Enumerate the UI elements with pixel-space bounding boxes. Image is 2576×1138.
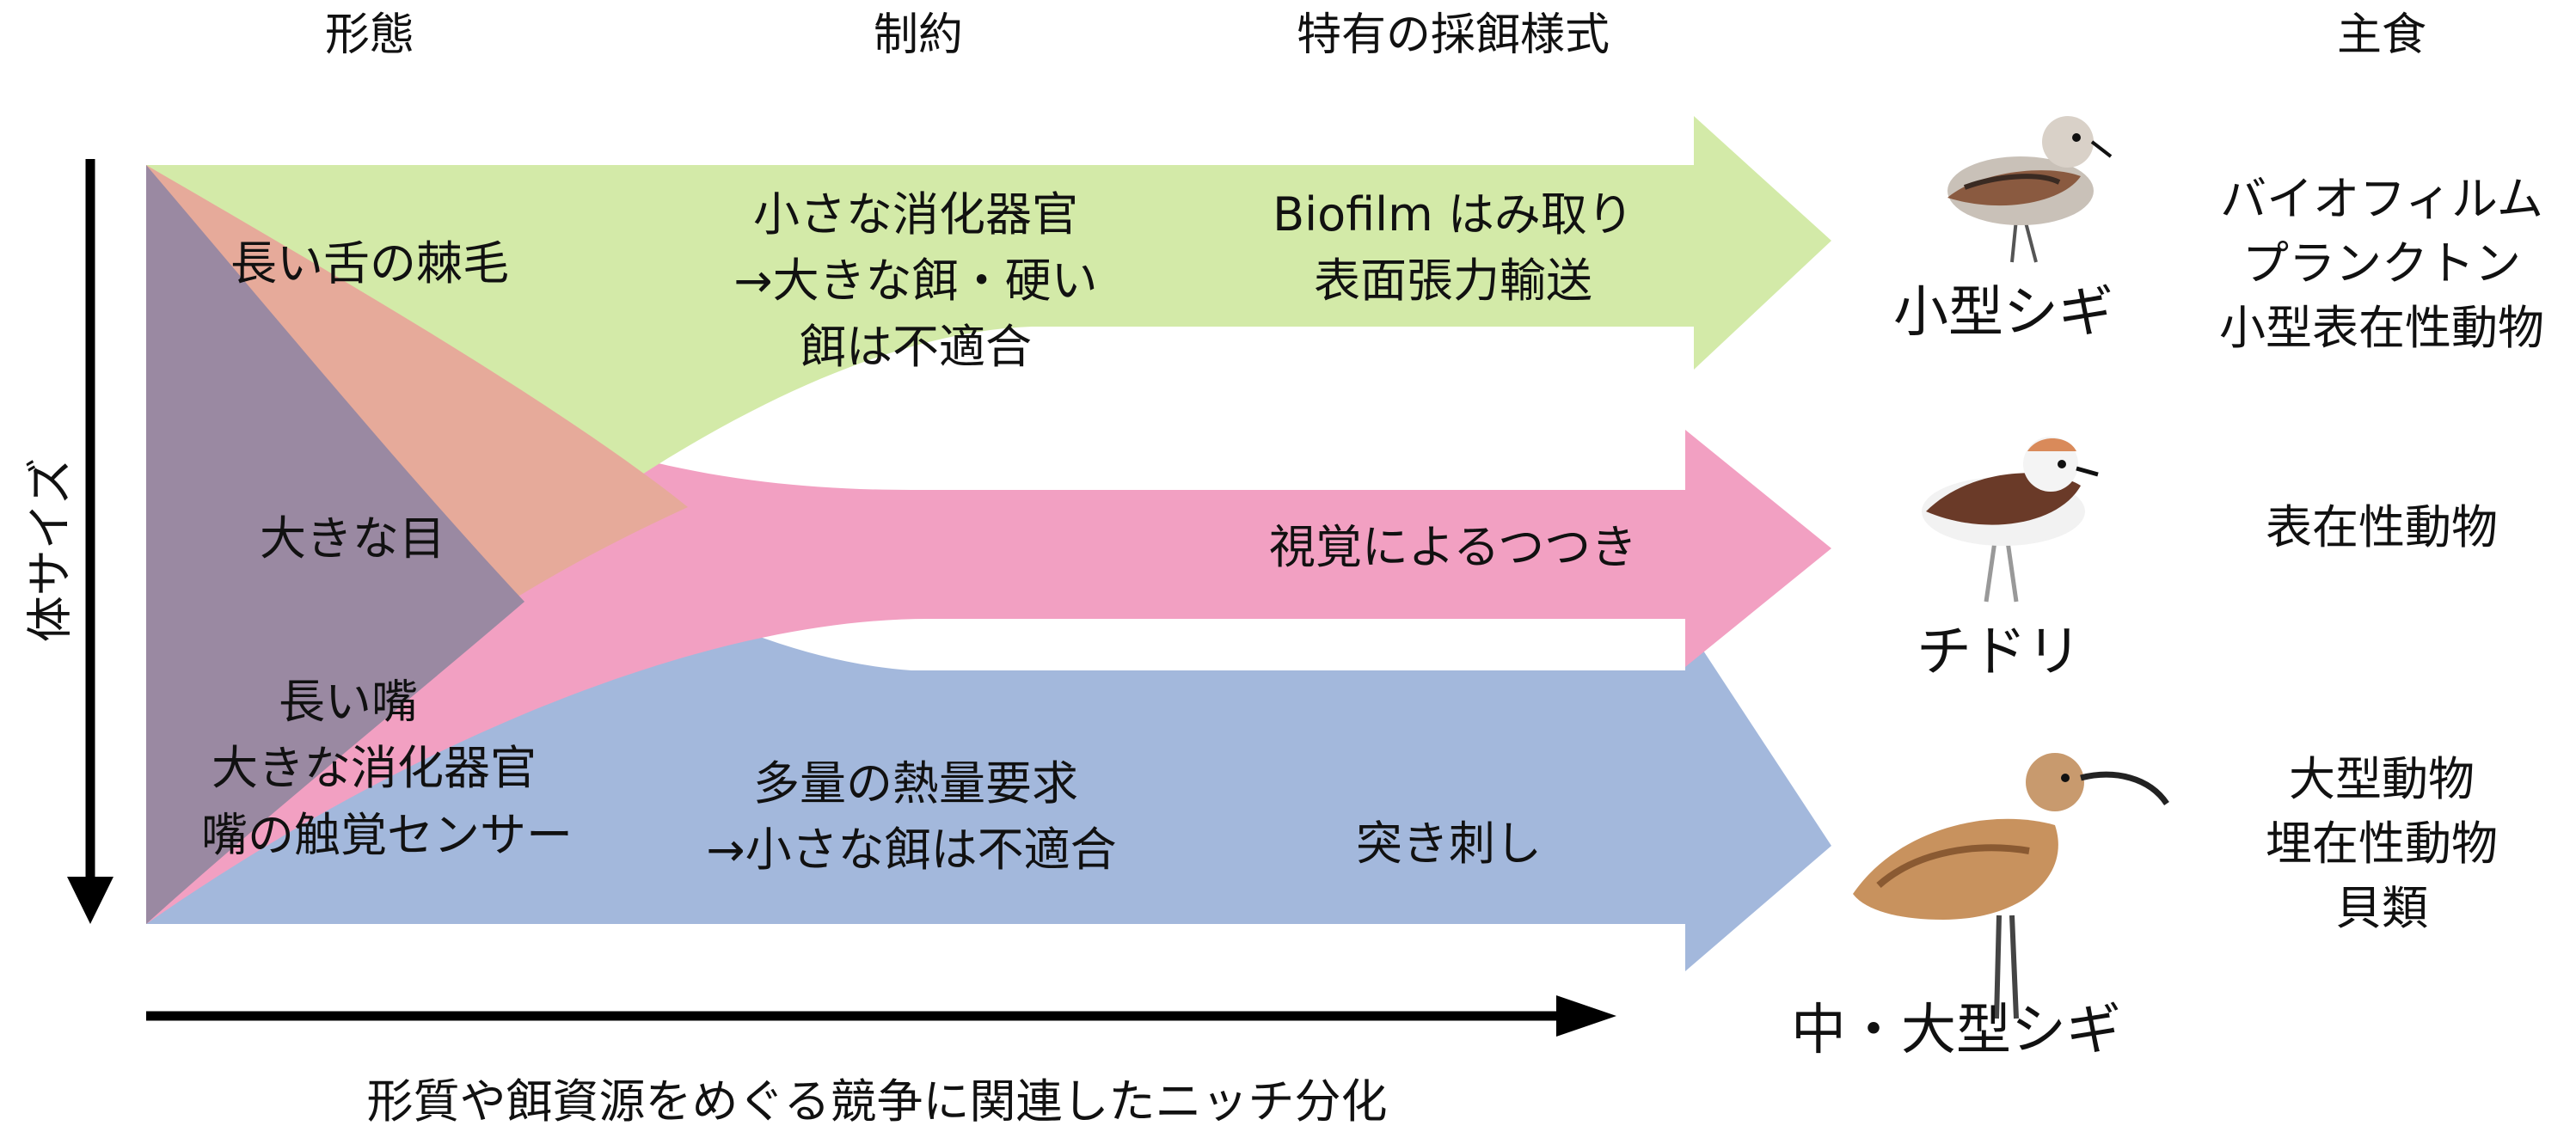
- svg-text:表面張力輸送: 表面張力輸送: [1314, 254, 1592, 308]
- header-foraging-mode: 特有の採餌様式: [1297, 9, 1610, 61]
- svg-text:多量の熱量要求: 多量の熱量要求: [753, 756, 1078, 811]
- svg-text:嘴の触覚センサー: 嘴の触覚センサー: [201, 808, 573, 862]
- header-morphology: 形態: [325, 9, 414, 61]
- foraging-mid: 視覚によるつつき: [1269, 520, 1637, 574]
- x-axis-arrow: [146, 995, 1616, 1037]
- svg-text:貝類: 貝類: [2335, 881, 2428, 935]
- svg-text:→小さな餌は不適合: →小さな餌は不適合: [706, 823, 1116, 877]
- x-axis-label: 形質や餌資源をめぐる競争に関連したニッチ分化: [367, 1074, 1388, 1129]
- diet-small: バイオフィルム プランクトン 小型表在性動物: [2219, 172, 2544, 355]
- svg-text:→大きな餌・硬い: →大きな餌・硬い: [733, 254, 1097, 308]
- bird-name-small: 小型シギ: [1893, 281, 2113, 345]
- foraging-large: 突き刺し: [1356, 817, 1542, 871]
- svg-text:小さな消化器官: 小さな消化器官: [753, 187, 1078, 242]
- small-sandpiper-illustration: [1947, 116, 2113, 263]
- morphology-small: 長い舌の棘毛: [230, 236, 509, 291]
- y-axis-arrow: [67, 159, 113, 924]
- morphology-large: 長い嘴 大きな消化器官 嘴の触覚センサー: [201, 675, 573, 862]
- curlew-illustration: [1853, 753, 2169, 1019]
- svg-text:埋在性動物: 埋在性動物: [2266, 817, 2498, 871]
- bird-name-large: 中・大型シギ: [1791, 999, 2121, 1062]
- plover-illustration: [1922, 437, 2099, 603]
- foraging-small: Biofilm はみ取り 表面張力輸送: [1273, 187, 1634, 308]
- band-green: [146, 116, 1831, 924]
- svg-text:大型動物: 大型動物: [2289, 752, 2475, 806]
- svg-text:大きな消化器官: 大きな消化器官: [212, 741, 537, 795]
- svg-text:小型表在性動物: 小型表在性動物: [2219, 301, 2544, 355]
- band-blue: [146, 165, 1831, 971]
- constraint-small: 小さな消化器官 →大きな餌・硬い 餌は不適合: [733, 187, 1097, 374]
- diet-large: 大型動物 埋在性動物 貝類: [2266, 752, 2498, 935]
- bands: [146, 116, 1831, 971]
- y-axis-label: 体サイズ: [23, 458, 77, 642]
- overlap-purple: [146, 165, 524, 924]
- svg-text:長い嘴: 長い嘴: [279, 675, 418, 729]
- svg-text:餌は不適合: 餌は不適合: [800, 320, 1032, 374]
- morphology-mid: 大きな目: [260, 511, 445, 566]
- header-main-diet: 主食: [2337, 9, 2426, 61]
- svg-text:プランクトン: プランクトン: [2242, 236, 2521, 291]
- band-pink: [146, 165, 1831, 924]
- constraint-large: 多量の熱量要求 →小さな餌は不適合: [706, 756, 1116, 877]
- svg-text:Biofilm はみ取り: Biofilm はみ取り: [1273, 187, 1634, 242]
- diet-mid: 表在性動物: [2266, 500, 2498, 554]
- header-constraint: 制約: [874, 9, 963, 61]
- bird-name-mid: チドリ: [1917, 621, 2082, 684]
- svg-text:バイオフィルム: バイオフィルム: [2220, 172, 2543, 226]
